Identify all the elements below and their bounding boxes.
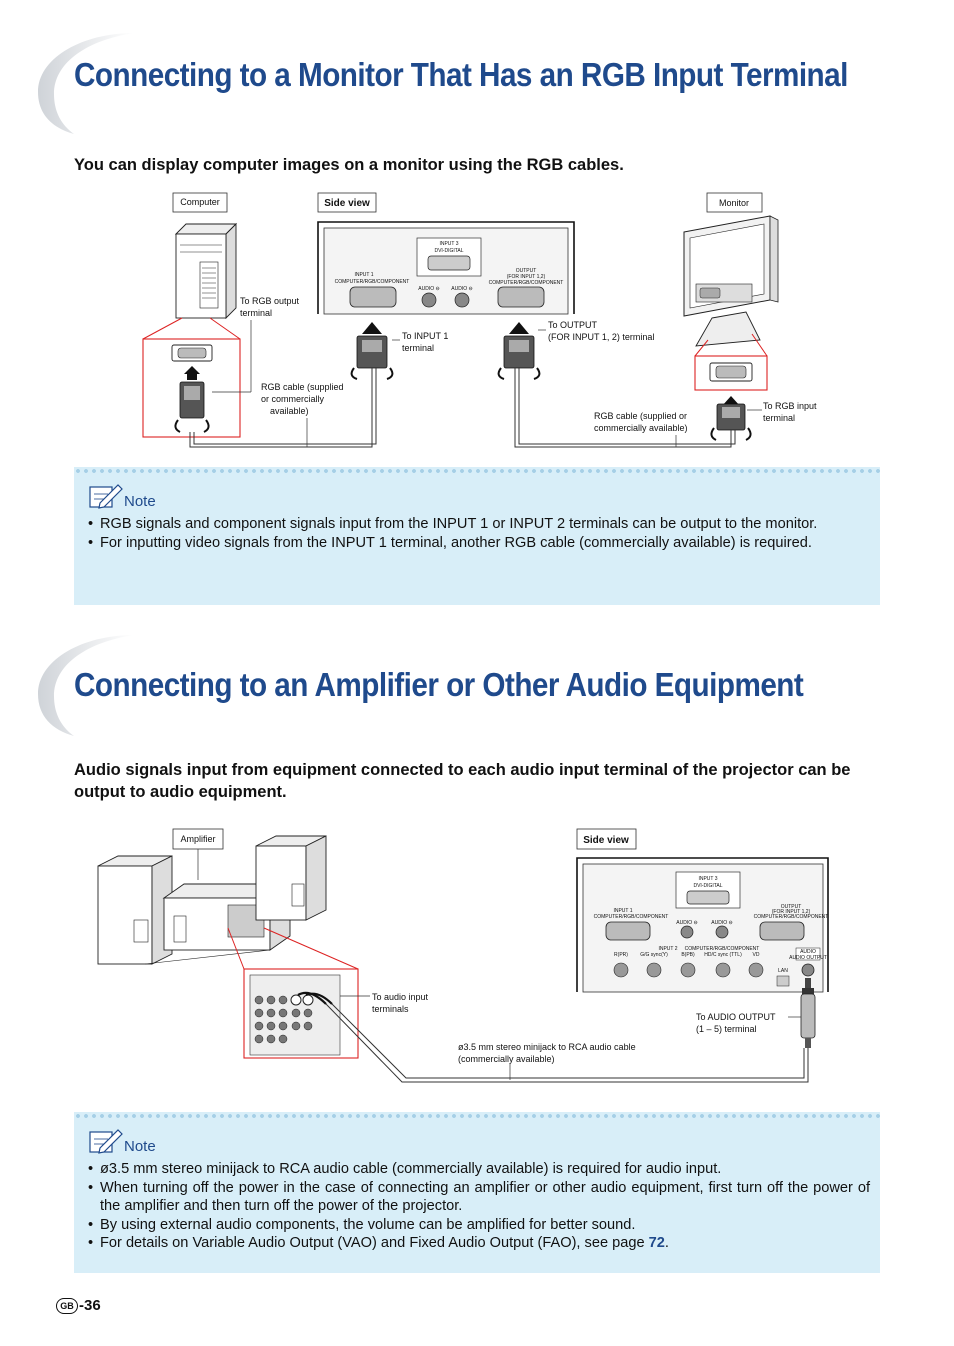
svg-text:COMPUTER/RGB/COMPONENT: COMPUTER/RGB/COMPONENT: [489, 280, 564, 286]
note-heading-text: Note: [124, 1138, 156, 1155]
svg-text:Monitor: Monitor: [719, 198, 749, 208]
amplifier-label-box: Amplifier: [172, 828, 224, 850]
svg-text:Side view: Side view: [583, 835, 629, 846]
note-item: By using external audio components, the …: [88, 1216, 870, 1235]
label-to-rgb-output: To RGB output terminal: [240, 296, 302, 318]
svg-text:COMPUTER/RGB/COMPONENT: COMPUTER/RGB/COMPONENT: [754, 914, 829, 920]
note-item: For inputting video signals from the INP…: [88, 534, 870, 553]
svg-text:AUDIO ⊖: AUDIO ⊖: [451, 286, 472, 292]
note-box-amplifier: Note ø3.5 mm stereo minijack to RCA audi…: [74, 1112, 880, 1273]
side-view-label-box: Side view: [576, 828, 637, 850]
label-to-audio-input: To audio input terminals: [372, 992, 431, 1014]
svg-text:AUDIO ⊖: AUDIO ⊖: [418, 286, 439, 292]
svg-text:Side view: Side view: [324, 198, 370, 209]
amplifier-system-illustration: [97, 835, 327, 965]
svg-text:VD: VD: [753, 952, 760, 958]
label-rgb-cable-left: RGB cable (supplied or commercially avai…: [261, 382, 346, 416]
svg-text:INPUT 3: INPUT 3: [439, 241, 458, 247]
note-item: ø3.5 mm stereo minijack to RCA audio cab…: [88, 1160, 870, 1179]
svg-text:INPUT 1: INPUT 1: [354, 272, 373, 278]
title-swoosh-decoration: [38, 33, 134, 134]
svg-text:COMPUTER/RGB/COMPONENT: COMPUTER/RGB/COMPONENT: [594, 914, 669, 920]
dotted-border: [74, 467, 880, 475]
svg-text:OUTPUT: OUTPUT: [516, 268, 537, 274]
svg-text:(FOR INPUT 1,2): (FOR INPUT 1,2): [507, 274, 546, 280]
svg-text:DVI-DIGITAL: DVI-DIGITAL: [693, 883, 722, 889]
pencil-note-icon: [89, 1129, 123, 1154]
label-to-audio-output: To AUDIO OUTPUT (1 – 5) terminal: [696, 1012, 778, 1034]
label-to-rgb-input: To RGB input terminal: [763, 401, 819, 423]
note-heading-text: Note: [124, 493, 156, 510]
svg-text:DVI-DIGITAL: DVI-DIGITAL: [434, 248, 463, 254]
projector-side-panel: INPUT 3 DVI-DIGITAL INPUT 1 COMPUTER/RGB…: [576, 857, 829, 993]
page-number-text: -36: [79, 1297, 101, 1314]
note-box-monitor: Note RGB signals and component signals i…: [74, 467, 880, 605]
label-to-output: To OUTPUT (FOR INPUT 1, 2) terminal: [548, 320, 654, 342]
page-72-link[interactable]: 72: [648, 1235, 665, 1251]
svg-text:AUDIO: AUDIO: [800, 949, 816, 955]
rgb-plug-output: [497, 322, 541, 380]
computer-port-callout: [142, 317, 241, 438]
lead-text-amplifier: Audio signals input from equipment conne…: [74, 761, 851, 801]
monitor-label-box: Monitor: [706, 192, 763, 213]
svg-text:COMPUTER/RGB/COMPONENT: COMPUTER/RGB/COMPONENT: [335, 279, 410, 285]
svg-text:B(PB): B(PB): [681, 952, 695, 958]
svg-text:HD/C sync (TTL): HD/C sync (TTL): [704, 952, 742, 958]
note-list: RGB signals and component signals input …: [88, 515, 870, 552]
svg-text:OUTPUT: OUTPUT: [781, 904, 802, 910]
label-audio-cable: ø3.5 mm stereo minijack to RCA audio cab…: [458, 1042, 638, 1064]
svg-text:AUDIO ⊖: AUDIO ⊖: [711, 920, 732, 926]
note-item: For details on Variable Audio Output (VA…: [88, 1234, 870, 1253]
monitor-port-callout: [694, 333, 768, 391]
svg-text:INPUT 1: INPUT 1: [613, 908, 632, 914]
svg-text:INPUT 3: INPUT 3: [698, 876, 717, 882]
svg-text:R(PR): R(PR): [614, 952, 628, 958]
note-item-text: For details on Variable Audio Output (VA…: [100, 1235, 649, 1251]
lead-text-monitor: You can display computer images on a mon…: [74, 156, 624, 174]
dotted-border: [74, 1112, 880, 1120]
svg-text:COMPUTER/RGB/COMPONENT: COMPUTER/RGB/COMPONENT: [685, 946, 760, 952]
svg-text:LAN: LAN: [778, 968, 788, 974]
rgb-plug-monitor: [710, 396, 752, 441]
svg-text:AUDIO OUTPUT: AUDIO OUTPUT: [789, 955, 827, 961]
svg-text:INPUT 2: INPUT 2: [658, 946, 677, 952]
rgb-cables: [189, 320, 762, 448]
svg-text:AUDIO ⊖: AUDIO ⊖: [676, 920, 697, 926]
note-item: RGB signals and component signals input …: [88, 515, 870, 534]
svg-text:G/G sync(Y): G/G sync(Y): [640, 952, 668, 958]
svg-text:(FOR INPUT 1,2): (FOR INPUT 1,2): [772, 909, 811, 915]
computer-tower-illustration: [174, 222, 238, 320]
region-badge: GB: [56, 1298, 78, 1314]
side-view-label-box: Side view: [317, 192, 377, 213]
page-number: GB-36: [56, 1297, 101, 1314]
pencil-note-icon: [89, 484, 123, 509]
note-item: When turning off the power in the case o…: [88, 1179, 870, 1216]
svg-text:Amplifier: Amplifier: [180, 834, 215, 844]
svg-text:Computer: Computer: [180, 197, 220, 207]
monitor-illustration: [683, 215, 779, 347]
minijack-plug: [800, 978, 816, 1048]
section-title-amplifier: Connecting to an Amplifier or Other Audi…: [74, 666, 804, 703]
rgb-plug-input1: [350, 322, 394, 380]
label-to-input1: To INPUT 1 terminal: [402, 331, 451, 353]
title-swoosh-decoration: [38, 635, 134, 736]
label-rgb-cable-right: RGB cable (supplied or commercially avai…: [594, 411, 690, 433]
audio-cable: [325, 995, 809, 1083]
amplifier-port-callout: [227, 927, 359, 1059]
projector-side-panel: INPUT 3 DVI-DIGITAL INPUT 1 COMPUTER/RGB…: [317, 221, 575, 315]
section-title-monitor: Connecting to a Monitor That Has an RGB …: [74, 56, 848, 93]
computer-label-box: Computer: [172, 192, 228, 213]
note-item-suffix: .: [664, 1235, 669, 1251]
note-list: ø3.5 mm stereo minijack to RCA audio cab…: [88, 1160, 870, 1253]
